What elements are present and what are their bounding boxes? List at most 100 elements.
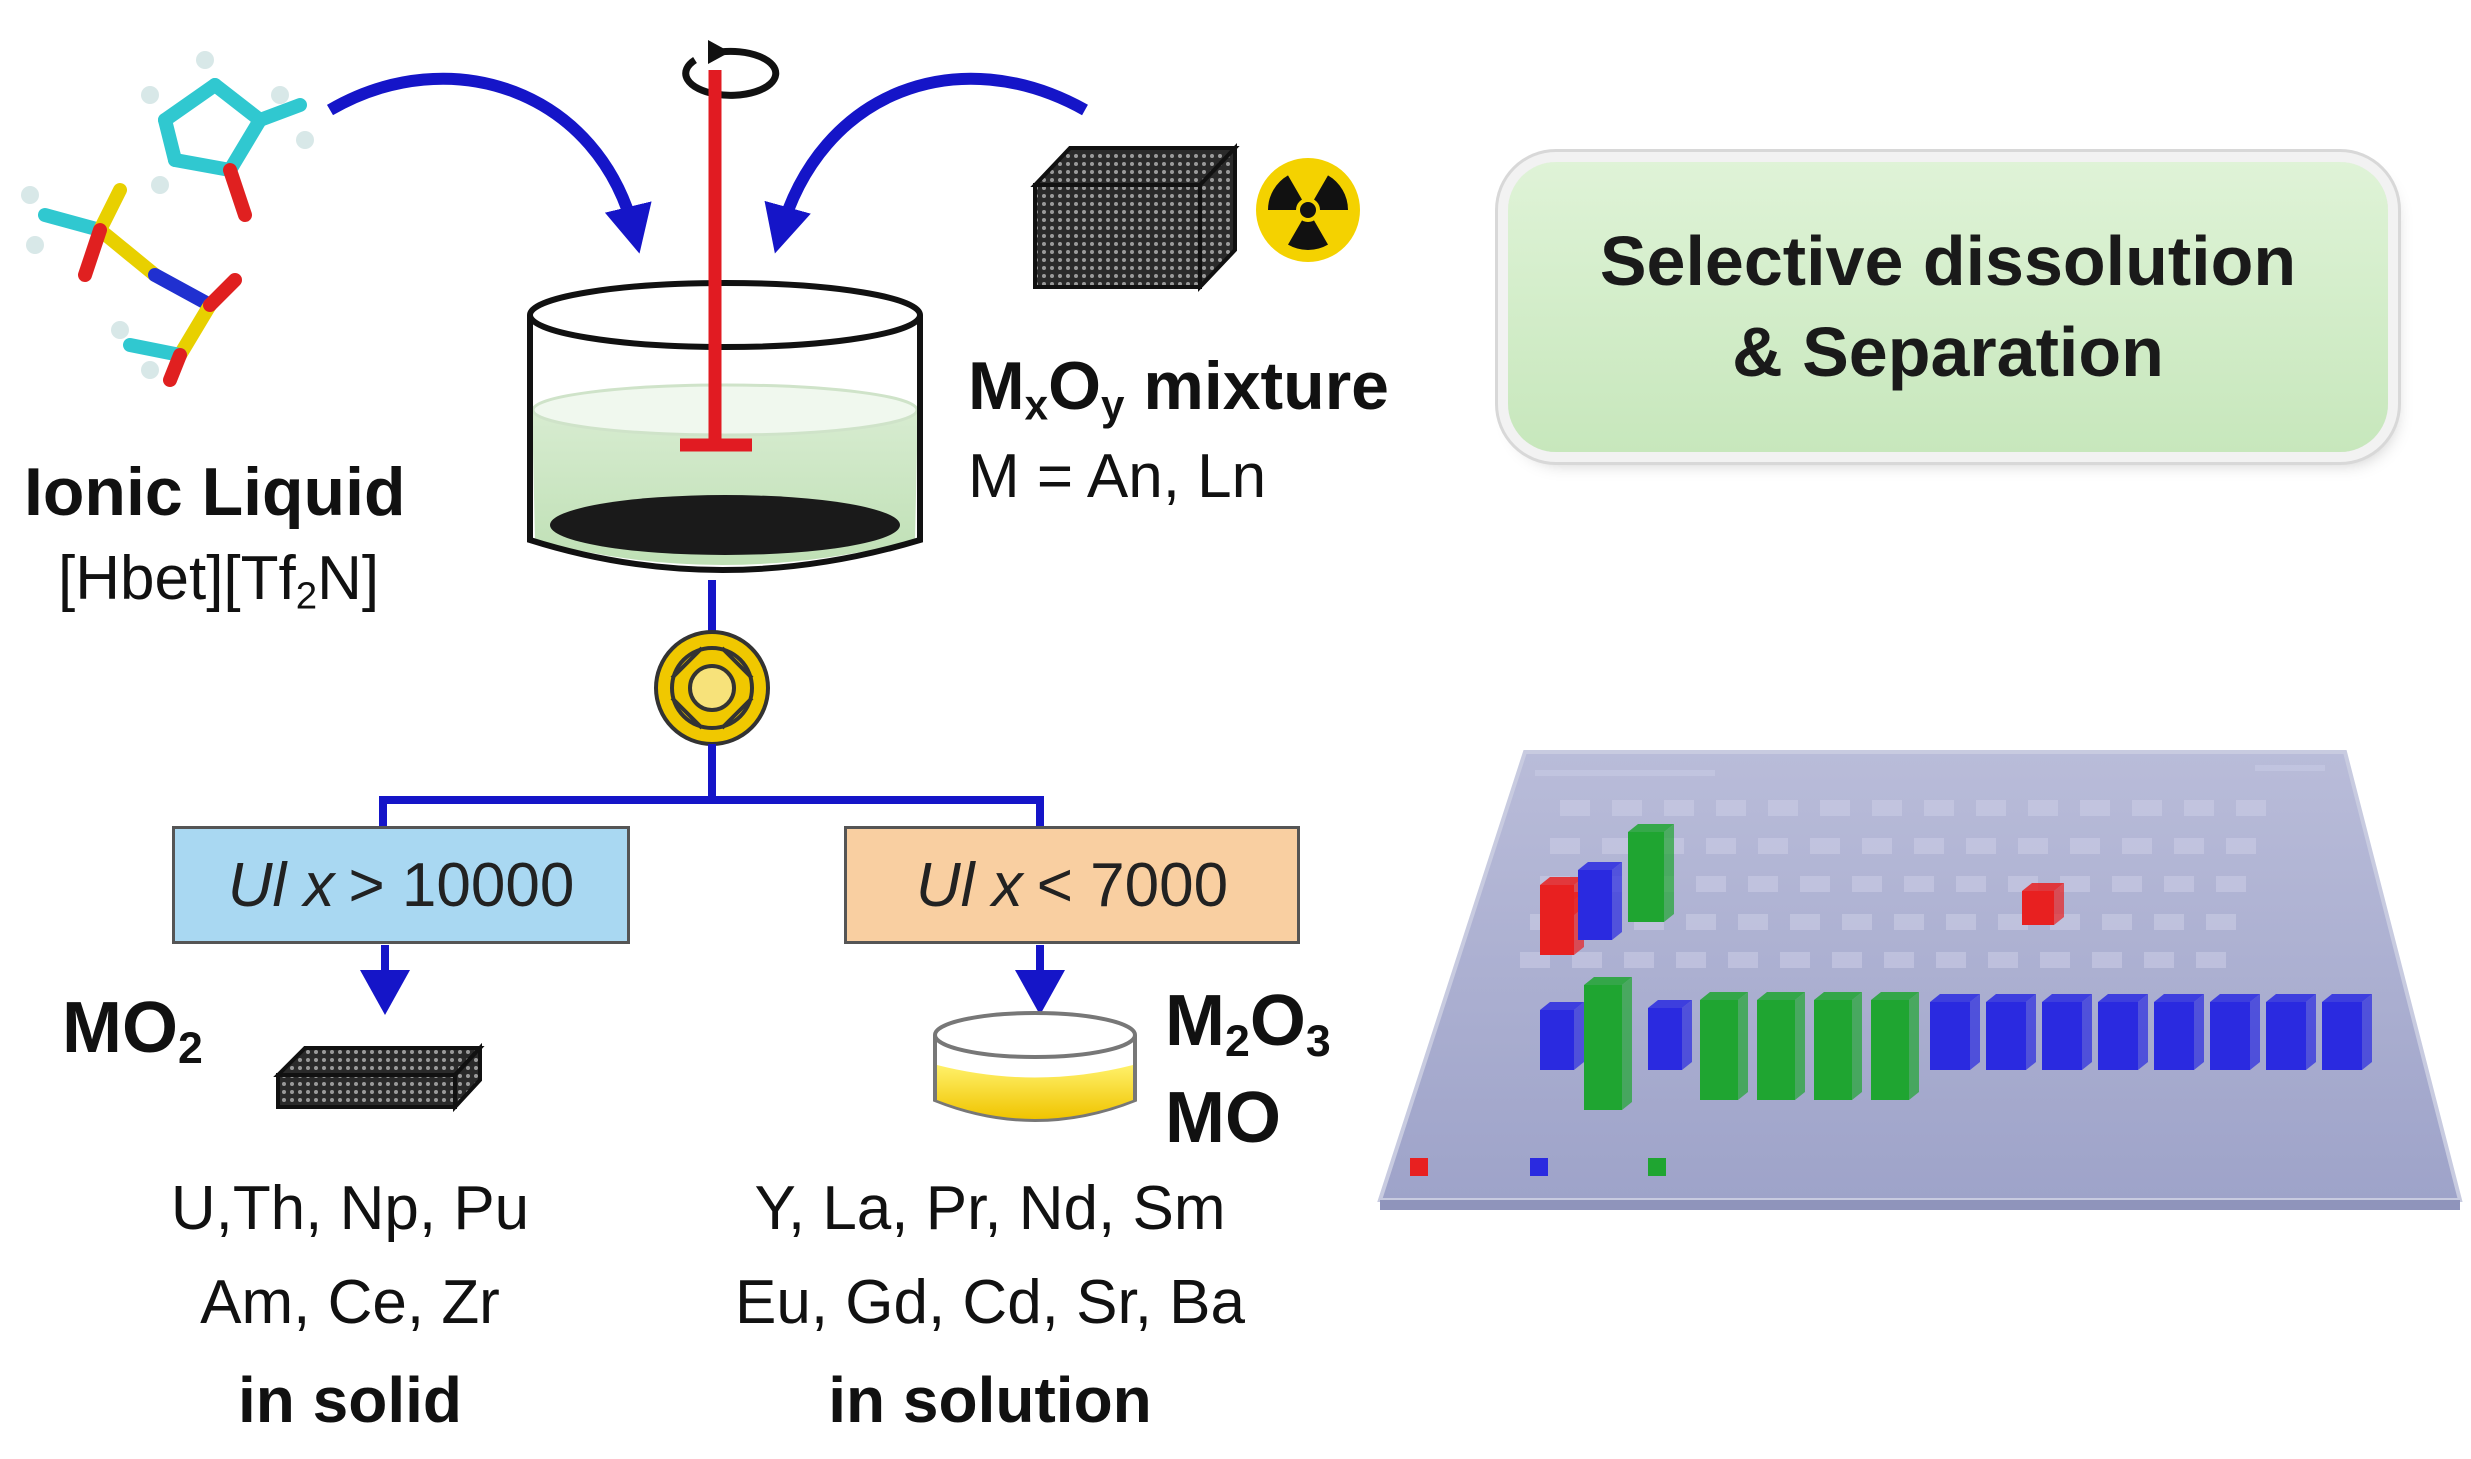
elements-right-1: Y, La, Pr, Nd, Sm	[754, 1174, 1226, 1243]
bar-blue	[2210, 994, 2260, 1070]
element-cell	[1758, 838, 1788, 854]
legend-swatch-red	[1410, 1158, 1428, 1176]
oxide-mixture-definition: M = An, Ln	[968, 442, 1267, 511]
product-left: MO2	[62, 988, 203, 1074]
feed-arrow-left	[326, 72, 652, 254]
feed-arrow-right	[764, 72, 1088, 254]
elements-left-1: U,Th, Np, Pu	[170, 1174, 530, 1243]
process-line-1: Selective dissolution	[1599, 222, 2297, 300]
element-cell	[2112, 876, 2142, 892]
condition-left-value: > 10000	[348, 850, 575, 920]
oxide-mixture-title: MxOy mixture	[968, 348, 1389, 429]
element-cell	[1988, 952, 2018, 968]
element-cell	[2196, 952, 2226, 968]
element-cell	[1884, 952, 1914, 968]
product-right-1: M2O3	[1165, 981, 1331, 1067]
bar-green	[1584, 977, 1632, 1110]
element-cell	[1872, 800, 1902, 816]
stirrer-rod	[680, 70, 752, 452]
element-cell	[2206, 914, 2236, 930]
element-cell	[1956, 876, 1986, 892]
element-cell	[1936, 952, 1966, 968]
element-cell	[2080, 800, 2110, 816]
process-line-2: & Separation	[1732, 313, 2164, 391]
element-cell	[2132, 800, 2162, 816]
element-cell	[2060, 876, 2090, 892]
dish-icon	[933, 1011, 1137, 1122]
element-cell	[1946, 914, 1976, 930]
element-cell	[2174, 838, 2204, 854]
bar-green	[1814, 992, 1862, 1100]
element-cell	[1676, 952, 1706, 968]
element-cell	[1924, 800, 1954, 816]
bar-blue	[1578, 862, 1622, 940]
element-cell	[1790, 914, 1820, 930]
down-arrow-left	[360, 970, 410, 1015]
bar-green	[1871, 992, 1919, 1100]
down-arrow-right	[1015, 970, 1065, 1015]
element-cell	[1966, 838, 1996, 854]
element-cell	[1810, 838, 1840, 854]
ionic-liquid-title: Ionic Liquid	[24, 454, 406, 530]
bar-blue	[2042, 994, 2092, 1070]
element-cell	[2226, 838, 2256, 854]
element-cell	[1612, 800, 1642, 816]
element-cell	[1572, 952, 1602, 968]
bar-blue	[2098, 994, 2148, 1070]
element-cell	[2236, 800, 2266, 816]
product-right-2: MO	[1165, 1078, 1281, 1158]
filter-icon	[654, 630, 770, 746]
bar-blue	[2322, 994, 2372, 1070]
bar-blue	[1930, 994, 1980, 1070]
bar-green	[1700, 992, 1748, 1100]
element-cell	[1914, 838, 1944, 854]
bar-blue	[1648, 1000, 1692, 1070]
process-label-box: Selective dissolution & Separation	[1508, 162, 2388, 452]
ionic-liquid-formula: [Hbet][Tf2N]	[58, 544, 380, 618]
element-cell	[2018, 838, 2048, 854]
phase-right: in solution	[828, 1364, 1152, 1436]
element-cell	[1686, 914, 1716, 930]
periodic-bar-chart	[1377, 750, 2463, 1210]
element-cell	[1820, 800, 1850, 816]
element-cell	[1862, 838, 1892, 854]
chart-plate-edge	[1380, 1200, 2460, 1210]
element-cell	[1998, 914, 2028, 930]
rotation-icon	[682, 40, 780, 99]
element-cell	[2028, 800, 2058, 816]
reactor-bowl	[527, 280, 923, 573]
condition-box-left: Ul x> 10000	[172, 826, 630, 944]
legend-swatch-blue	[1530, 1158, 1548, 1176]
element-cell	[1560, 800, 1590, 816]
element-cell	[2164, 876, 2194, 892]
bar-red	[2022, 883, 2064, 925]
element-cell	[2144, 952, 2174, 968]
molecule-icon	[21, 51, 314, 387]
element-cell	[1852, 876, 1882, 892]
element-cell	[1738, 914, 1768, 930]
bar-blue	[1540, 1002, 1584, 1070]
condition-right-value: < 7000	[1036, 850, 1229, 920]
elements-left-2: Am, Ce, Zr	[200, 1268, 500, 1337]
chart-plate	[1377, 750, 2463, 1202]
element-cell	[1842, 914, 1872, 930]
element-cell	[2216, 876, 2246, 892]
element-cell	[2122, 838, 2152, 854]
bar-red	[1540, 877, 1584, 915]
elements-right-2: Eu, Gd, Cd, Sr, Ba	[734, 1268, 1246, 1337]
condition-box-right: Ul x< 7000	[844, 826, 1300, 944]
plate-grid	[1535, 765, 2325, 776]
legend-swatch-green	[1648, 1158, 1666, 1176]
element-cell	[1624, 952, 1654, 968]
element-cell	[2092, 952, 2122, 968]
element-cell	[1800, 876, 1830, 892]
element-cell	[2102, 914, 2132, 930]
radiation-icon	[1256, 158, 1360, 262]
element-cell	[2070, 838, 2100, 854]
solid-block-icon	[273, 1042, 485, 1113]
element-cell	[1768, 800, 1798, 816]
element-cell	[1602, 838, 1632, 854]
element-cell	[1696, 876, 1726, 892]
bar-blue	[2266, 994, 2316, 1070]
